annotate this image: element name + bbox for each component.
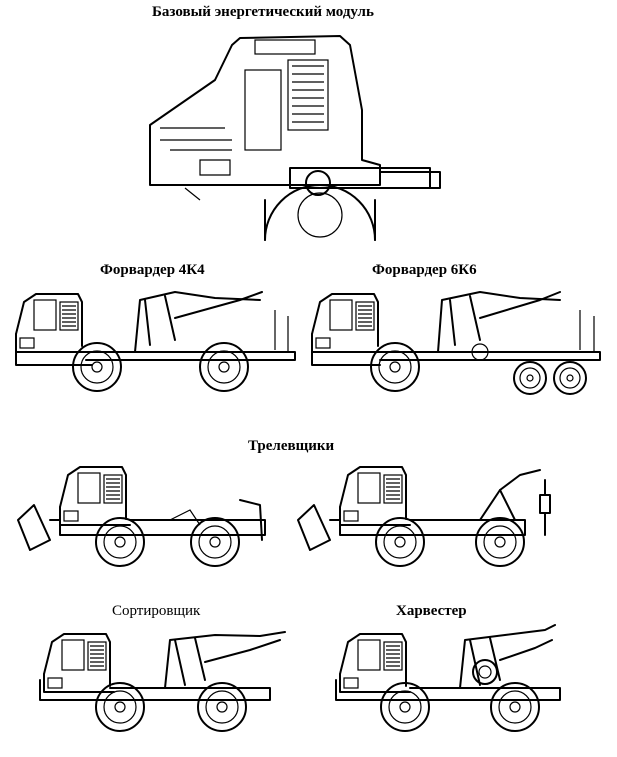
- harvester-drawing: [335, 624, 561, 732]
- sorter-drawing: [39, 631, 286, 732]
- forwarder-4k4-drawing: [15, 291, 296, 392]
- caption-sorter: Сортировщик: [112, 603, 201, 619]
- caption-forwarder-6k6: Форвардер 6К6: [372, 262, 477, 278]
- forwarder-6k6-drawing: [311, 291, 601, 395]
- caption-skidders: Трелевщики: [248, 438, 335, 454]
- skidder-2-drawing: [297, 466, 551, 567]
- skidder-1-drawing: [17, 466, 266, 567]
- caption-forwarder-4k4: Форвардер 4К4: [100, 262, 205, 278]
- base-module-drawing: [149, 35, 441, 241]
- caption-harvester: Харвестер: [396, 603, 467, 619]
- caption-base-module: Базовый энергетический модуль: [152, 4, 374, 20]
